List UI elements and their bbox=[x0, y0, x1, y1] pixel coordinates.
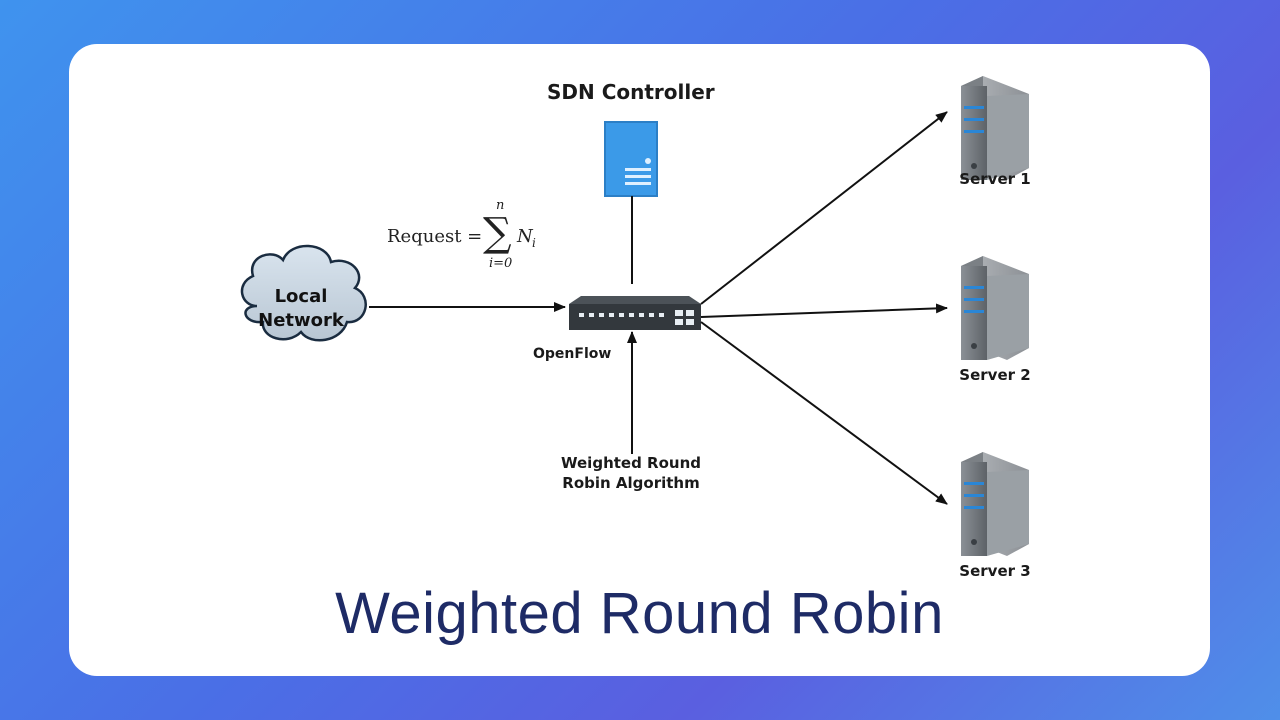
server-1-arrow bbox=[700, 111, 948, 305]
server-2-label: Server 2 bbox=[959, 366, 1031, 384]
local-network-label-line2: Network bbox=[258, 310, 344, 331]
algorithm-label-line1: Weighted Round bbox=[561, 454, 701, 472]
sdn-controller-label: SDN Controller bbox=[547, 80, 715, 104]
server-3-arrow bbox=[700, 321, 948, 505]
openflow-label: OpenFlow bbox=[533, 346, 612, 362]
formula-lhs: Request = bbox=[387, 226, 483, 247]
page-title: Weighted Round Robin bbox=[335, 581, 944, 646]
diagram-card: SDN Controller Local Network OpenFlow We… bbox=[69, 44, 1210, 676]
formula-term: N bbox=[517, 226, 533, 247]
server-3-label: Server 3 bbox=[959, 562, 1031, 580]
algorithm-label-line2: Robin Algorithm bbox=[562, 474, 700, 492]
local-network-label-line1: Local bbox=[274, 286, 328, 307]
formula-lower-limit: i=0 bbox=[489, 256, 513, 271]
sdn-controller-icon bbox=[604, 121, 658, 197]
server-3-icon bbox=[961, 452, 1029, 556]
openflow-switch-icon bbox=[569, 296, 701, 330]
server-2-icon bbox=[961, 256, 1029, 360]
server-2-arrow bbox=[700, 303, 948, 318]
formula-sigma: ∑ bbox=[483, 210, 512, 256]
formula-subscript: i bbox=[532, 236, 536, 250]
server-1-label: Server 1 bbox=[959, 170, 1031, 188]
cloud-icon bbox=[240, 244, 367, 342]
network-diagram bbox=[240, 76, 1029, 556]
formula-upper-limit: n bbox=[496, 198, 505, 213]
server-1-icon bbox=[961, 76, 1029, 180]
